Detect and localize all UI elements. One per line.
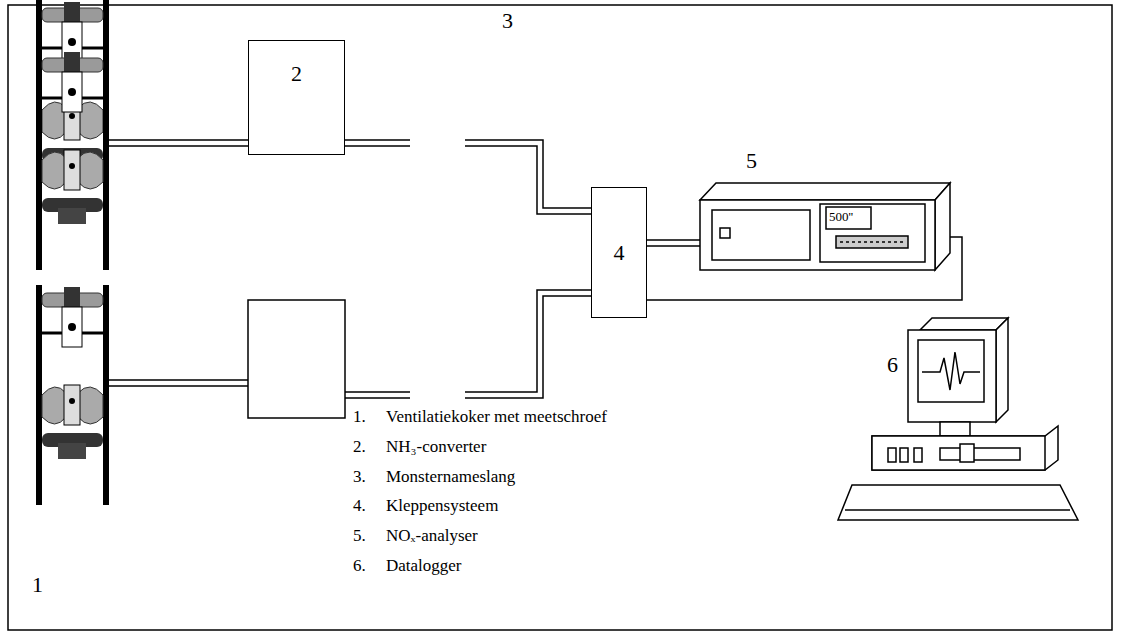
list-text: Datalogger (386, 557, 462, 574)
list-text: NH₃-converter (386, 438, 486, 455)
list-number: 2. (353, 438, 366, 455)
list-number: 5. (353, 527, 366, 544)
list-number: 6. (353, 557, 366, 574)
sample-tube (109, 140, 962, 418)
nox-analyser (700, 183, 950, 270)
converter-box: 2 (248, 40, 345, 155)
list-text: Ventilatiekoker met meetschroef (386, 408, 607, 425)
list-number: 4. (353, 497, 366, 514)
list-text: Kleppensysteem (386, 497, 498, 514)
list-text: Monsternameslang (386, 468, 515, 485)
display-reading: 500'' (829, 210, 853, 223)
callout-number: 5 (746, 150, 757, 172)
callout-number: 1 (32, 574, 43, 596)
ventilation-duct (36, 0, 109, 505)
callout-number: 2 (249, 63, 344, 85)
frame (8, 5, 1112, 630)
converter-box (248, 300, 345, 418)
list-number: 3. (353, 468, 366, 485)
callout-number: 4 (592, 242, 646, 264)
callout-number: 3 (502, 10, 513, 32)
callout-number: 6 (887, 354, 898, 376)
list-number: 1. (353, 408, 366, 425)
list-text: NOₓ-analyser (386, 527, 478, 544)
valve-box: 4 (591, 187, 647, 318)
datalogger-computer (838, 318, 1078, 520)
sample-tube (345, 143, 591, 211)
